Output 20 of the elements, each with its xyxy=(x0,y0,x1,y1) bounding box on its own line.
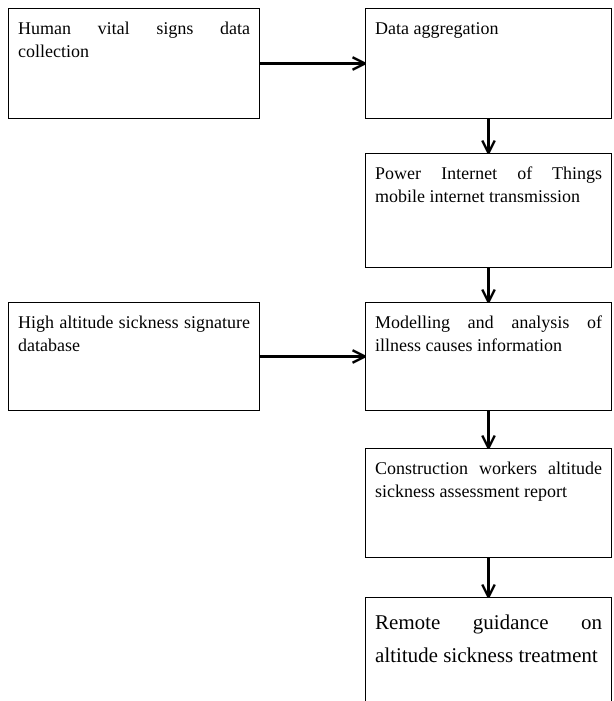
arrow xyxy=(260,349,366,364)
box-text: Remote guidance on altitude sickness treatment xyxy=(375,609,602,669)
box-text: Power Internet of Things mobile internet transmission xyxy=(375,162,602,208)
box-text: Human vital signs data collection xyxy=(18,17,250,64)
box-text: Data aggregation xyxy=(375,17,500,40)
arrow xyxy=(481,411,496,450)
box-text: High altitude sickness signature database xyxy=(18,311,250,358)
arrow xyxy=(481,558,496,598)
process-box xyxy=(8,302,260,411)
process-box xyxy=(365,153,612,268)
box-text: Modelling and analysis of illness causes information xyxy=(375,311,602,358)
arrow xyxy=(481,268,496,304)
box-text: Construction workers altitude sickness assessment report xyxy=(375,457,602,504)
process-box xyxy=(365,302,612,411)
arrow xyxy=(481,119,496,154)
arrow xyxy=(260,56,366,71)
process-box xyxy=(365,448,612,558)
process-box xyxy=(365,597,612,701)
process-box xyxy=(365,8,612,119)
process-box xyxy=(8,8,260,119)
